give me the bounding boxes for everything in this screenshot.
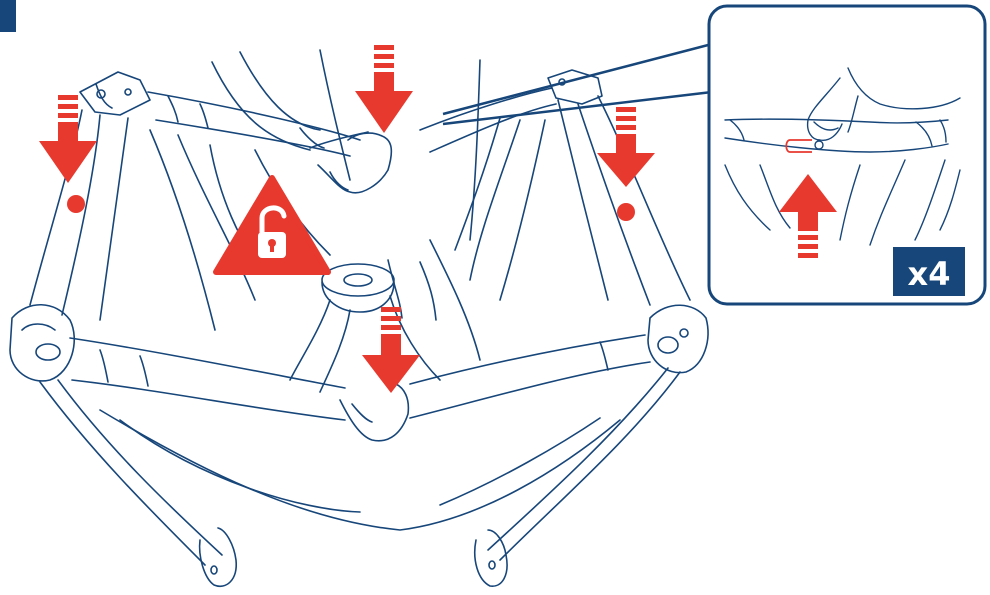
press-point-marker	[67, 195, 85, 213]
playard-line-art	[10, 50, 708, 586]
press-point-marker	[617, 203, 635, 221]
down-arrow-icon	[597, 107, 655, 187]
unlock-warning-icon	[216, 178, 328, 272]
down-arrow-icon	[362, 307, 420, 393]
down-arrow-icon	[39, 95, 97, 183]
zoom-connector-bottom	[443, 92, 712, 124]
repeat-count-label: x4	[908, 255, 951, 293]
detail-inset: x4	[709, 6, 985, 304]
down-arrow-icon	[355, 45, 413, 133]
page-corner-tab	[0, 0, 16, 32]
